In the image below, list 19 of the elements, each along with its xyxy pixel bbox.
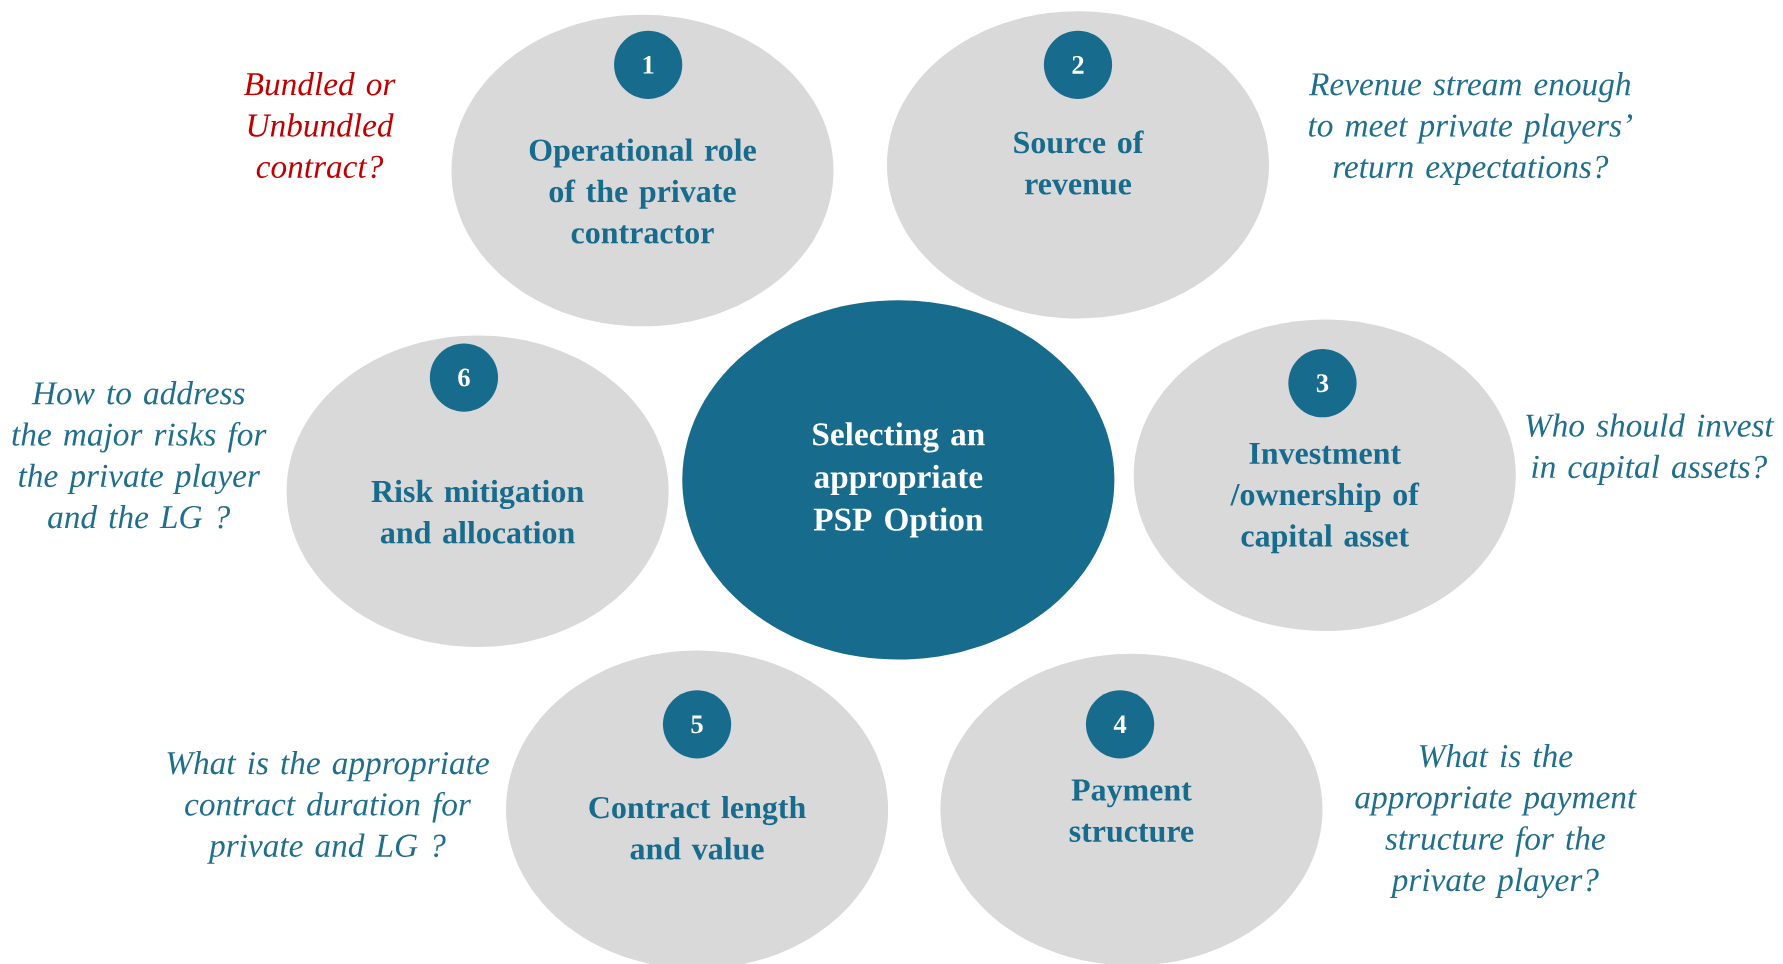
topic-label: Source of revenue [1014, 130, 1144, 195]
number-badge: 4 [1085, 690, 1155, 759]
question-text: Who should invest in capital assets? [1526, 413, 1775, 485]
topic-label: Operational role of the private contractor [529, 138, 756, 244]
topic-label: Payment structure [1069, 779, 1194, 842]
question-text: What is the appropriate contract duration for private and LG ? [167, 750, 489, 864]
number-badge: 1 [614, 30, 683, 99]
number-badge: 5 [662, 690, 732, 759]
topic-label: Risk mitigation and allocation [371, 479, 584, 544]
question-text: What is the appropriate payment structure for the private player? [1355, 743, 1637, 898]
number-badge: 3 [1288, 348, 1357, 418]
title-text: Selecting an appropriate PSP Option [813, 422, 985, 538]
question-text: Revenue stream enough to meet private players’ return expectations? [1308, 71, 1633, 185]
topic-label: Contract length and value [589, 795, 806, 860]
topic-label: Investment /ownership of capital asset [1230, 442, 1420, 554]
question-text: Bundled or Unbundled contract? [244, 71, 396, 179]
question-text: How to address the major risks for the private player and the LG ? [12, 381, 267, 529]
number-badge: 2 [1043, 30, 1113, 99]
number-badge: 6 [429, 343, 499, 412]
